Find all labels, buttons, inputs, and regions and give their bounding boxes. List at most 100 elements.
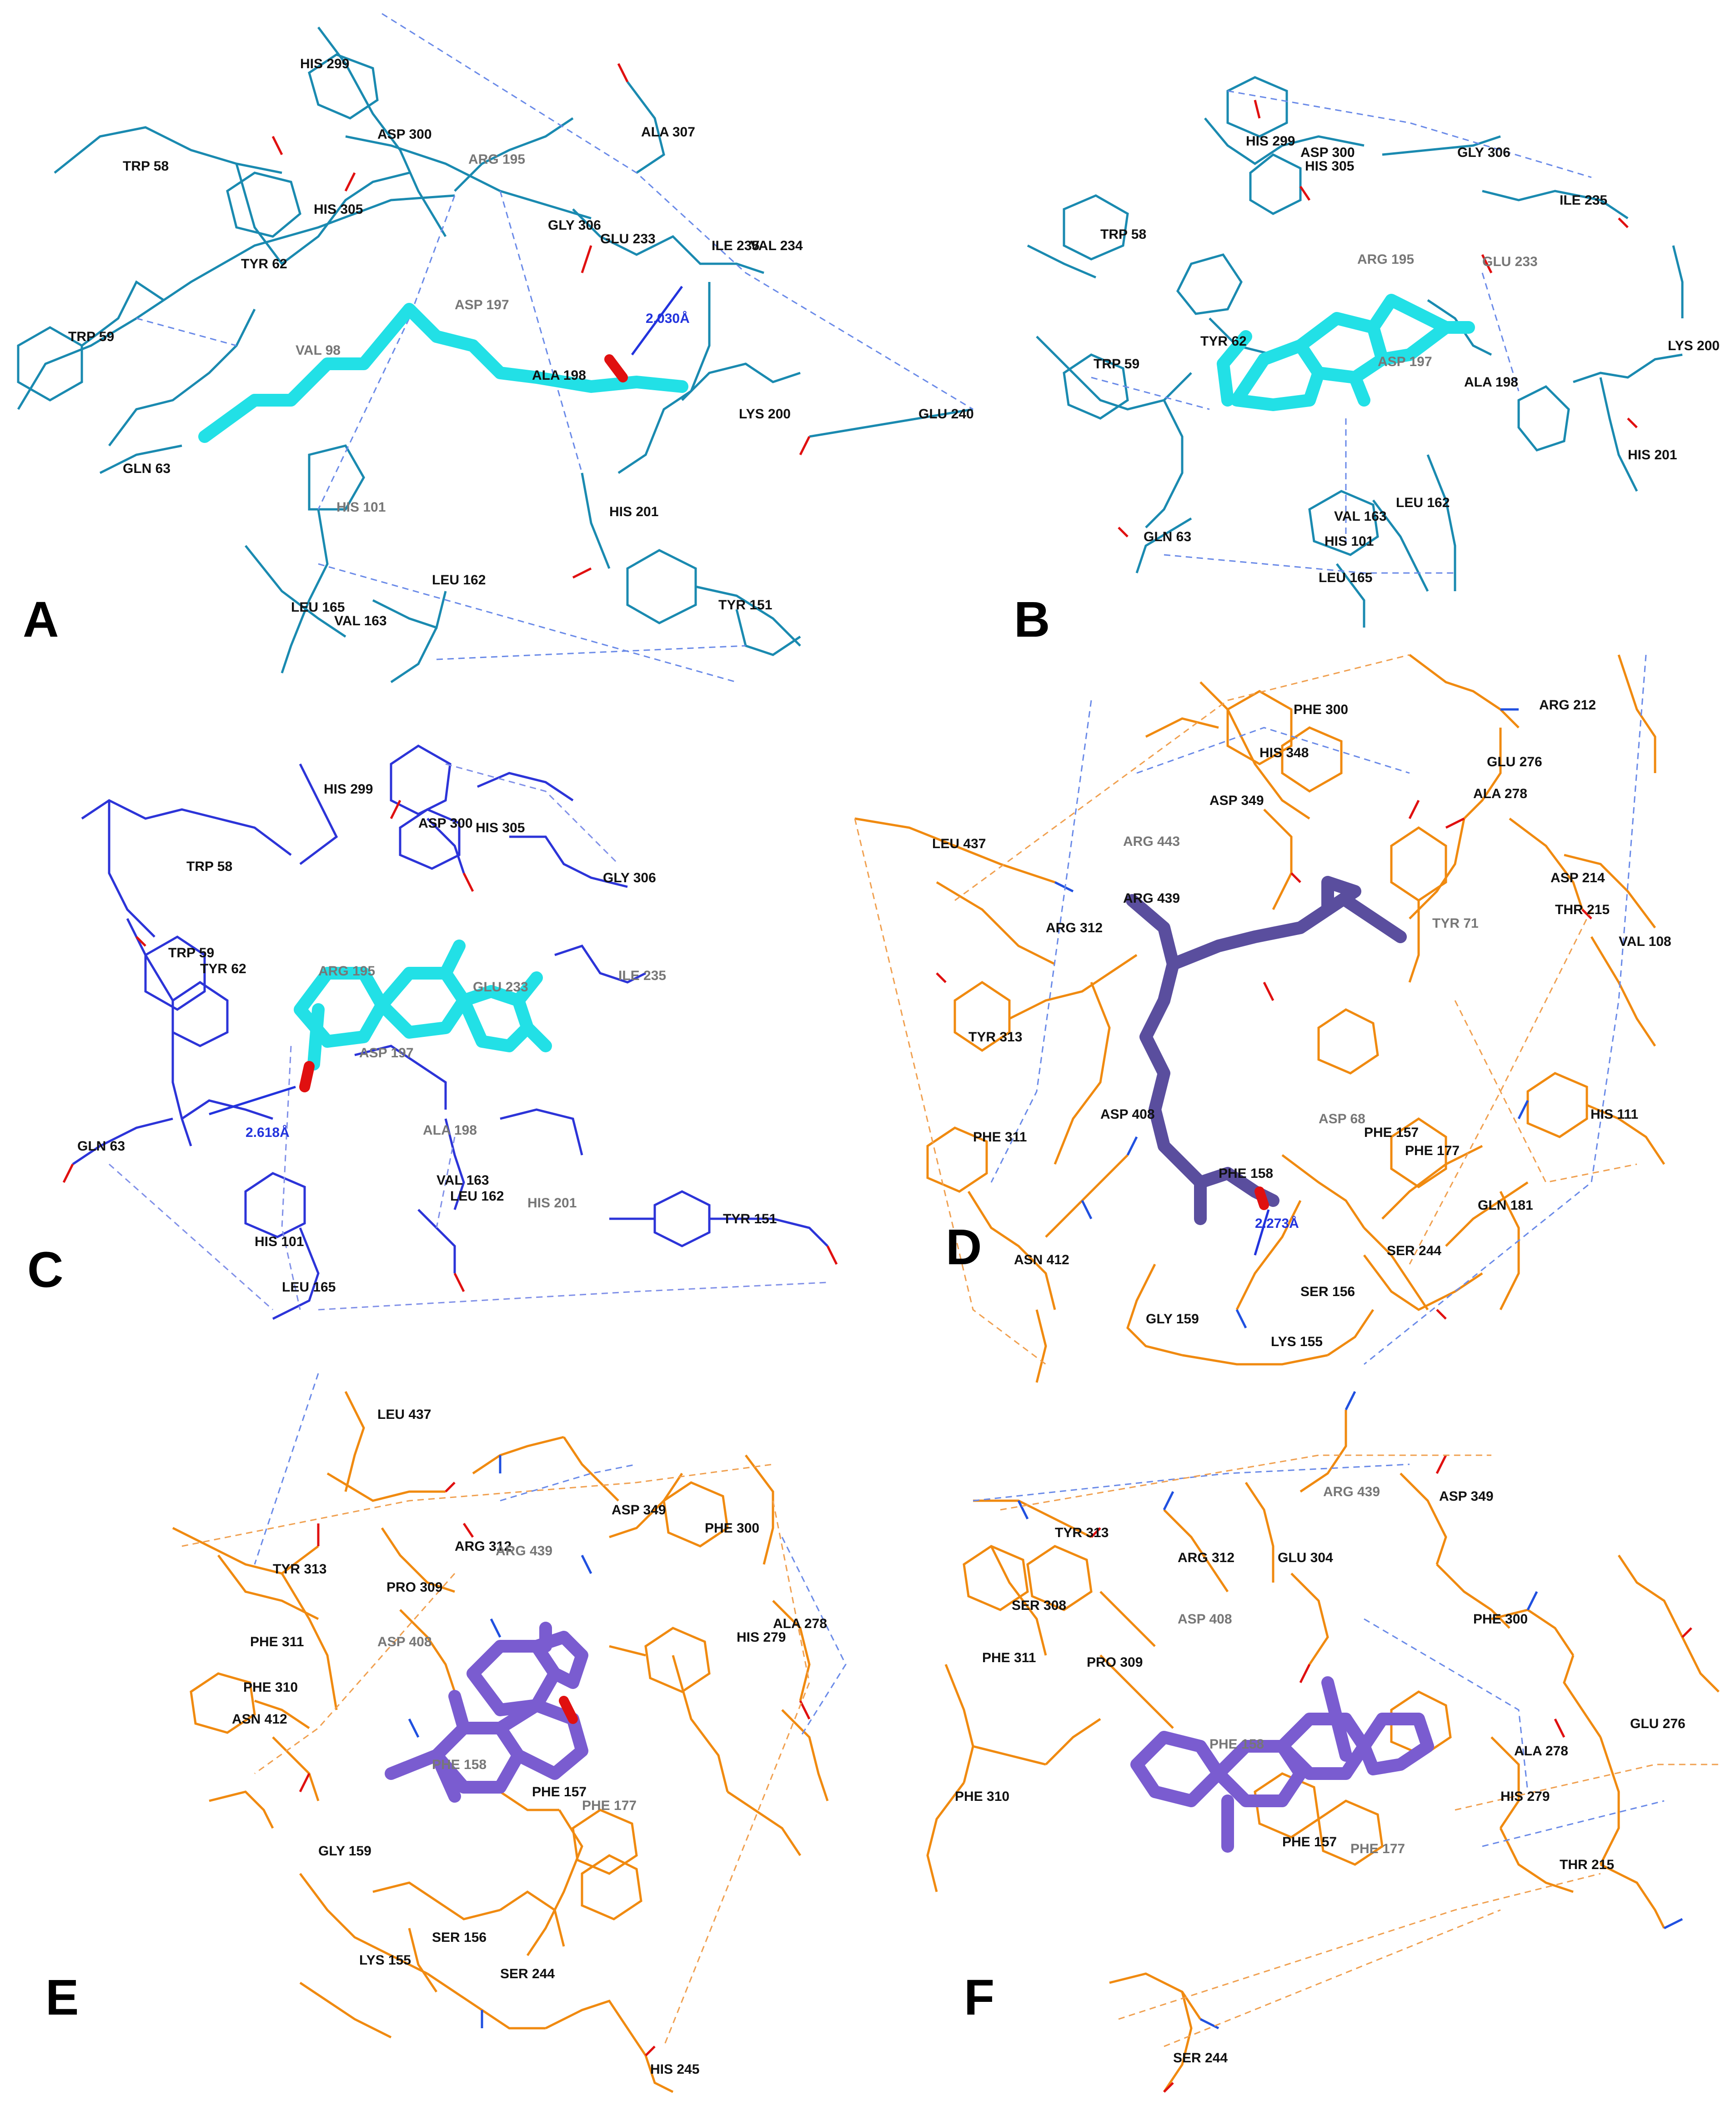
residue-label: TYR 313 [1055, 1525, 1109, 1540]
panel-c-ligand [294, 940, 552, 1071]
panel-b-hbond-network [1091, 90, 1592, 574]
residue-label: ASP 197 [359, 1045, 414, 1061]
residue-label: ARG 312 [455, 1539, 512, 1554]
residue-label: ARG 443 [1123, 834, 1180, 849]
residue-label: TYR 62 [241, 256, 287, 271]
residue-label: ASP 197 [1378, 354, 1432, 369]
residue-label: VAL 163 [1334, 509, 1387, 524]
residue-label: HIS 305 [476, 820, 525, 835]
residue-label: VAL 163 [437, 1173, 489, 1188]
residue-label: PHE 310 [955, 1789, 1009, 1804]
residue-label: PHE 300 [1473, 1612, 1528, 1627]
residue-label: PHE 158 [1209, 1737, 1264, 1752]
residue-label: GLY 306 [603, 870, 656, 885]
residue-label: GLU 240 [918, 407, 974, 422]
panel-e [172, 1373, 847, 2093]
panel-b [1027, 76, 1684, 628]
residue-label: LEU 437 [932, 836, 986, 851]
panel-c [62, 744, 838, 1320]
residue-label: PHE 310 [243, 1680, 298, 1695]
panel-b-ligand [1217, 294, 1475, 411]
residue-label: PHE 177 [582, 1798, 637, 1813]
residue-label: GLU 233 [1482, 254, 1538, 269]
residue-label: TRP 59 [168, 945, 214, 960]
residue-label: ALA 278 [1514, 1744, 1568, 1759]
residue-label: TRP 59 [68, 329, 114, 344]
residue-label: ASP 197 [455, 297, 509, 312]
residue-label: ALA 278 [1473, 786, 1527, 801]
panel-d-hbond-network [854, 654, 1647, 1365]
panel-e-ligand [385, 1622, 588, 1803]
residue-label: GLU 233 [600, 231, 656, 246]
residue-label: TRP 58 [1100, 227, 1146, 242]
residue-label: TYR 313 [968, 1030, 1022, 1045]
residue-label: PHE 311 [250, 1634, 304, 1649]
residue-label: SER 244 [1173, 2051, 1228, 2066]
panel-c-distance-label: 2.618Å [246, 1125, 290, 1140]
residue-label: HIS 299 [324, 782, 373, 797]
residue-label: SER 308 [1012, 1598, 1066, 1613]
residue-label: ASN 412 [232, 1712, 287, 1727]
residue-label: TRP 59 [1094, 357, 1139, 372]
residue-label: THR 215 [1560, 1857, 1614, 1872]
residue-label: LEU 165 [282, 1280, 336, 1295]
residue-label: GLN 63 [123, 461, 171, 476]
residue-label: THR 215 [1555, 902, 1610, 917]
residue-label: ASP 214 [1550, 870, 1605, 885]
residue-label: ASN 412 [1014, 1252, 1069, 1267]
residue-label: PHE 157 [1282, 1835, 1337, 1850]
panel-c-protein-sticks [72, 744, 828, 1320]
residue-label: PHE 177 [1405, 1143, 1460, 1158]
residue-label: ASP 408 [377, 1634, 432, 1649]
residue-label: PHE 157 [532, 1784, 587, 1799]
residue-label: ARG 312 [1046, 920, 1103, 935]
residue-label: ALA 307 [641, 125, 695, 140]
residue-label: ALA 198 [532, 368, 586, 383]
panel-e-letter: E [45, 1970, 79, 2026]
panel-f-letter: F [964, 1970, 994, 2026]
residue-label: LEU 437 [377, 1407, 431, 1422]
panel-a-protein-sticks [17, 26, 973, 684]
panel-b-oxygens [1118, 100, 1638, 538]
panel-d-hbond [1254, 1209, 1270, 1256]
residue-label: HIS 305 [314, 202, 363, 217]
residue-label: HIS 201 [609, 504, 658, 519]
residue-label: ARG 439 [496, 1543, 552, 1558]
residue-label: ALA 198 [423, 1123, 477, 1138]
residue-label: TRP 58 [186, 859, 232, 874]
residue-label: ASP 408 [1178, 1612, 1232, 1627]
residue-label: VAL 108 [1619, 934, 1671, 949]
residue-label: GLU 304 [1278, 1550, 1333, 1565]
residue-label: PHE 311 [982, 1650, 1036, 1665]
panel-d-ligand [1126, 876, 1407, 1225]
residue-label: GLY 306 [1457, 145, 1510, 160]
residue-label: HIS 279 [737, 1630, 786, 1645]
panel-d-hydroxyl [1254, 1186, 1269, 1210]
residue-label: ILE 235 [712, 238, 759, 253]
residue-label: ILE 235 [618, 968, 666, 983]
residue-label: ASP 349 [1439, 1489, 1494, 1504]
residue-label: PRO 309 [1087, 1655, 1143, 1670]
residue-label: TYR 62 [200, 961, 246, 976]
residue-label: PHE 157 [1364, 1125, 1419, 1140]
residue-label: LYS 155 [1271, 1334, 1323, 1349]
residue-label: PHE 300 [705, 1521, 759, 1536]
panel-a-hbond [631, 286, 683, 356]
residue-label: GLU 276 [1630, 1716, 1686, 1731]
residue-label: HIS 201 [527, 1196, 577, 1211]
residue-label: TYR 71 [1432, 916, 1479, 931]
residue-label: HIS 101 [255, 1234, 304, 1249]
residue-label: HIS 101 [336, 500, 386, 515]
residue-label: LEU 162 [432, 573, 486, 588]
panel-f-oxygens [1090, 1454, 1692, 2093]
residue-label: HIS 201 [1628, 447, 1677, 462]
residue-label: ARG 439 [1323, 1484, 1380, 1499]
residue-label: HIS 101 [1325, 534, 1374, 549]
residue-label: SER 244 [500, 1966, 555, 1981]
panel-c-hydroxyl [299, 1061, 315, 1092]
